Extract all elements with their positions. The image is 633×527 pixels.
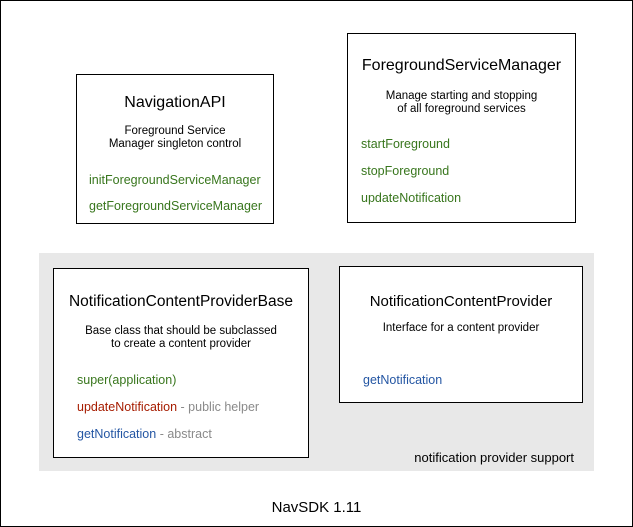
- method-annotation: - public helper: [177, 400, 260, 414]
- method-label: updateNotification: [77, 400, 178, 414]
- method-updatenotification: updateNotification - public helper: [77, 400, 308, 414]
- method-list: getNotification: [363, 373, 582, 387]
- method-label: updateNotification: [361, 191, 462, 205]
- class-box-notification-content-provider-base: NotificationContentProviderBase Base cla…: [53, 268, 309, 458]
- method-super-application: super(application): [77, 373, 308, 387]
- class-description: Base class that should be subclassed to …: [54, 325, 308, 351]
- method-list: super(application) updateNotification - …: [77, 373, 308, 441]
- class-box-notification-content-provider: NotificationContentProvider Interface fo…: [339, 266, 583, 403]
- method-getforegroundservicemanager: getForegroundServiceManager: [89, 199, 273, 213]
- class-description-line: Manage starting and stopping: [385, 90, 538, 102]
- method-initforegroundservicemanager: initForegroundServiceManager: [89, 173, 273, 187]
- class-box-foreground-service-manager: ForegroundServiceManager Manage starting…: [347, 33, 576, 223]
- method-label: getForegroundServiceManager: [89, 199, 263, 213]
- method-label: stopForeground: [361, 164, 450, 178]
- method-label: getNotification: [77, 427, 157, 441]
- method-list: initForegroundServiceManager getForegrou…: [89, 173, 273, 213]
- method-label: initForegroundServiceManager: [89, 173, 261, 187]
- method-annotation: - abstract: [156, 427, 212, 441]
- method-updatenotification: updateNotification: [361, 191, 575, 205]
- class-title: NotificationContentProvider: [369, 293, 553, 310]
- method-getnotification: getNotification: [363, 373, 582, 387]
- class-description: Manage starting and stopping of all fore…: [348, 90, 575, 116]
- class-description-line: of all foreground services: [397, 103, 526, 115]
- method-startforeground: startForeground: [361, 137, 575, 151]
- class-description: Interface for a content provider: [340, 322, 582, 335]
- class-description: Foreground Service Manager singleton con…: [77, 125, 273, 151]
- sdk-version-caption: NavSDK 1.11: [271, 499, 362, 516]
- class-box-navigation-api: NavigationAPI Foreground Service Manager…: [76, 74, 274, 224]
- class-description-line: to create a content provider: [111, 338, 251, 350]
- method-stopforeground: stopForeground: [361, 164, 575, 178]
- class-title: NotificationContentProviderBase: [68, 293, 293, 310]
- method-list: startForeground stopForeground updateNot…: [361, 137, 575, 205]
- class-description-line: Manager singleton control: [108, 138, 242, 150]
- method-getnotification: getNotification - abstract: [77, 427, 308, 441]
- class-description-line: Interface for a content provider: [382, 322, 540, 334]
- method-label: getNotification: [363, 373, 443, 387]
- group-label: notification provider support: [414, 450, 574, 465]
- class-title: ForegroundServiceManager: [361, 57, 562, 74]
- method-label: super(application): [77, 373, 177, 387]
- class-description-line: Foreground Service: [124, 125, 226, 137]
- class-title: NavigationAPI: [124, 94, 226, 111]
- method-label: startForeground: [361, 137, 450, 151]
- class-description-line: Base class that should be subclassed: [85, 325, 277, 337]
